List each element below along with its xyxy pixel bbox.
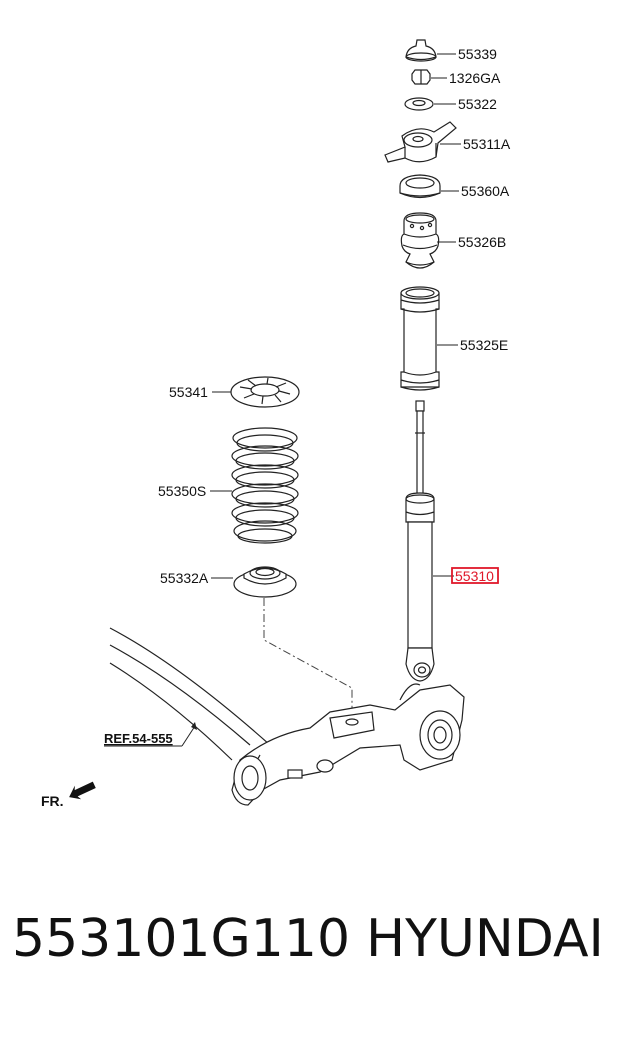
part-footer: 553101G110 HYUNDAI bbox=[0, 895, 620, 995]
part-55326b-bumper bbox=[400, 212, 440, 269]
label-55325e: 55325E bbox=[460, 337, 508, 353]
label-55326b: 55326B bbox=[458, 234, 506, 250]
front-label: FR. bbox=[41, 793, 64, 809]
label-55341: 55341 bbox=[169, 384, 208, 400]
brand-name: HYUNDAI bbox=[366, 909, 604, 969]
label-55360a: 55360A bbox=[461, 183, 510, 199]
part-number: 553101G110 bbox=[12, 909, 351, 969]
part-1326ga-nut bbox=[411, 69, 431, 85]
rear-axle-torsion-beam bbox=[109, 627, 465, 806]
label-1326ga: 1326GA bbox=[449, 70, 501, 86]
part-55360a-cup bbox=[399, 174, 441, 199]
label-55322: 55322 bbox=[458, 96, 497, 112]
part-55322-washer bbox=[404, 97, 434, 111]
part-55311a-mount bbox=[384, 121, 457, 163]
part-55310-shock-absorber bbox=[405, 400, 435, 682]
part-55350s-coil-spring bbox=[231, 427, 299, 544]
part-55341-spring-pad bbox=[230, 376, 300, 408]
parts-diagram: 55339 1326GA 55322 55311A 55360A 55 bbox=[41, 39, 511, 809]
label-55310[interactable]: 55310 bbox=[455, 568, 494, 584]
part-55339-cap bbox=[405, 39, 437, 62]
centerline-spring bbox=[263, 598, 353, 725]
ref-label[interactable]: REF.54-555 bbox=[104, 731, 173, 746]
label-55350s: 55350S bbox=[158, 483, 206, 499]
label-55339: 55339 bbox=[458, 46, 497, 62]
front-arrow-icon bbox=[69, 781, 96, 800]
label-55311a: 55311A bbox=[463, 136, 511, 152]
ref-leader bbox=[181, 725, 196, 747]
part-55332a-lower-seat bbox=[233, 566, 297, 598]
highlight-box-55310 bbox=[451, 567, 499, 584]
part-55325e-dust-cover bbox=[400, 286, 440, 391]
ref-arrow-icon bbox=[191, 722, 197, 730]
label-55332a: 55332A bbox=[160, 570, 209, 586]
